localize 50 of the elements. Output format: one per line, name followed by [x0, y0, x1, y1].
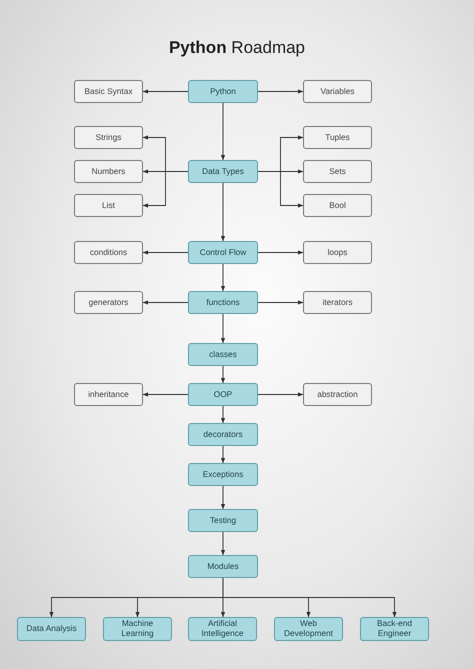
arrow: [258, 89, 304, 94]
subtopic-box: Basic Syntax: [74, 80, 143, 103]
topic-box: Back-end Engineer: [360, 617, 429, 641]
arrow: [258, 250, 304, 255]
topic-box: Exceptions: [188, 463, 258, 486]
diagram-title: Python Roadmap: [168, 38, 306, 58]
subtopic-box: iterators: [303, 291, 372, 314]
subtopic-box: Sets: [303, 160, 372, 183]
arrow: [220, 406, 226, 424]
arrow: [222, 578, 397, 618]
topic-box: OOP: [188, 383, 258, 406]
topic-box: functions: [188, 291, 258, 314]
subtopic-box: conditions: [74, 241, 143, 264]
topic-box: decorators: [188, 423, 258, 446]
arrow: [220, 532, 226, 556]
arrow: [220, 486, 226, 510]
arrow: [142, 89, 188, 94]
topic-box: classes: [188, 343, 258, 366]
arrow: [258, 300, 304, 305]
topic-box: Data Types: [188, 160, 258, 183]
arrow: [220, 314, 226, 344]
arrow: [220, 366, 226, 384]
subtopic-box: Variables: [303, 80, 372, 103]
subtopic-box: abstraction: [303, 383, 372, 406]
arrow: [220, 446, 226, 464]
subtopic-box: generators: [74, 291, 143, 314]
arrow: [258, 171, 304, 208]
topic-box: Web Development: [274, 617, 343, 641]
arrow: [220, 264, 226, 292]
arrow: [142, 250, 188, 255]
topic-box: Python: [188, 80, 258, 103]
subtopic-box: loops: [303, 241, 372, 264]
subtopic-box: Bool: [303, 194, 372, 217]
topic-box: Artificial Intelligence: [188, 617, 257, 641]
subtopic-box: inheritance: [74, 383, 143, 406]
subtopic-box: Numbers: [74, 160, 143, 183]
arrow: [258, 392, 304, 397]
arrow: [220, 182, 226, 242]
topic-box: Testing: [188, 509, 258, 532]
topic-box: Modules: [188, 555, 258, 578]
topic-box: Machine Learning: [103, 617, 172, 641]
topic-box: Control Flow: [188, 241, 258, 264]
subtopic-box: Strings: [74, 126, 143, 149]
arrow: [220, 102, 226, 160]
subtopic-box: Tuples: [303, 126, 372, 149]
arrow: [142, 300, 188, 305]
arrow: [142, 171, 188, 208]
topic-box: Data Analysis: [17, 617, 86, 641]
arrow: [142, 392, 188, 397]
subtopic-box: List: [74, 194, 143, 217]
